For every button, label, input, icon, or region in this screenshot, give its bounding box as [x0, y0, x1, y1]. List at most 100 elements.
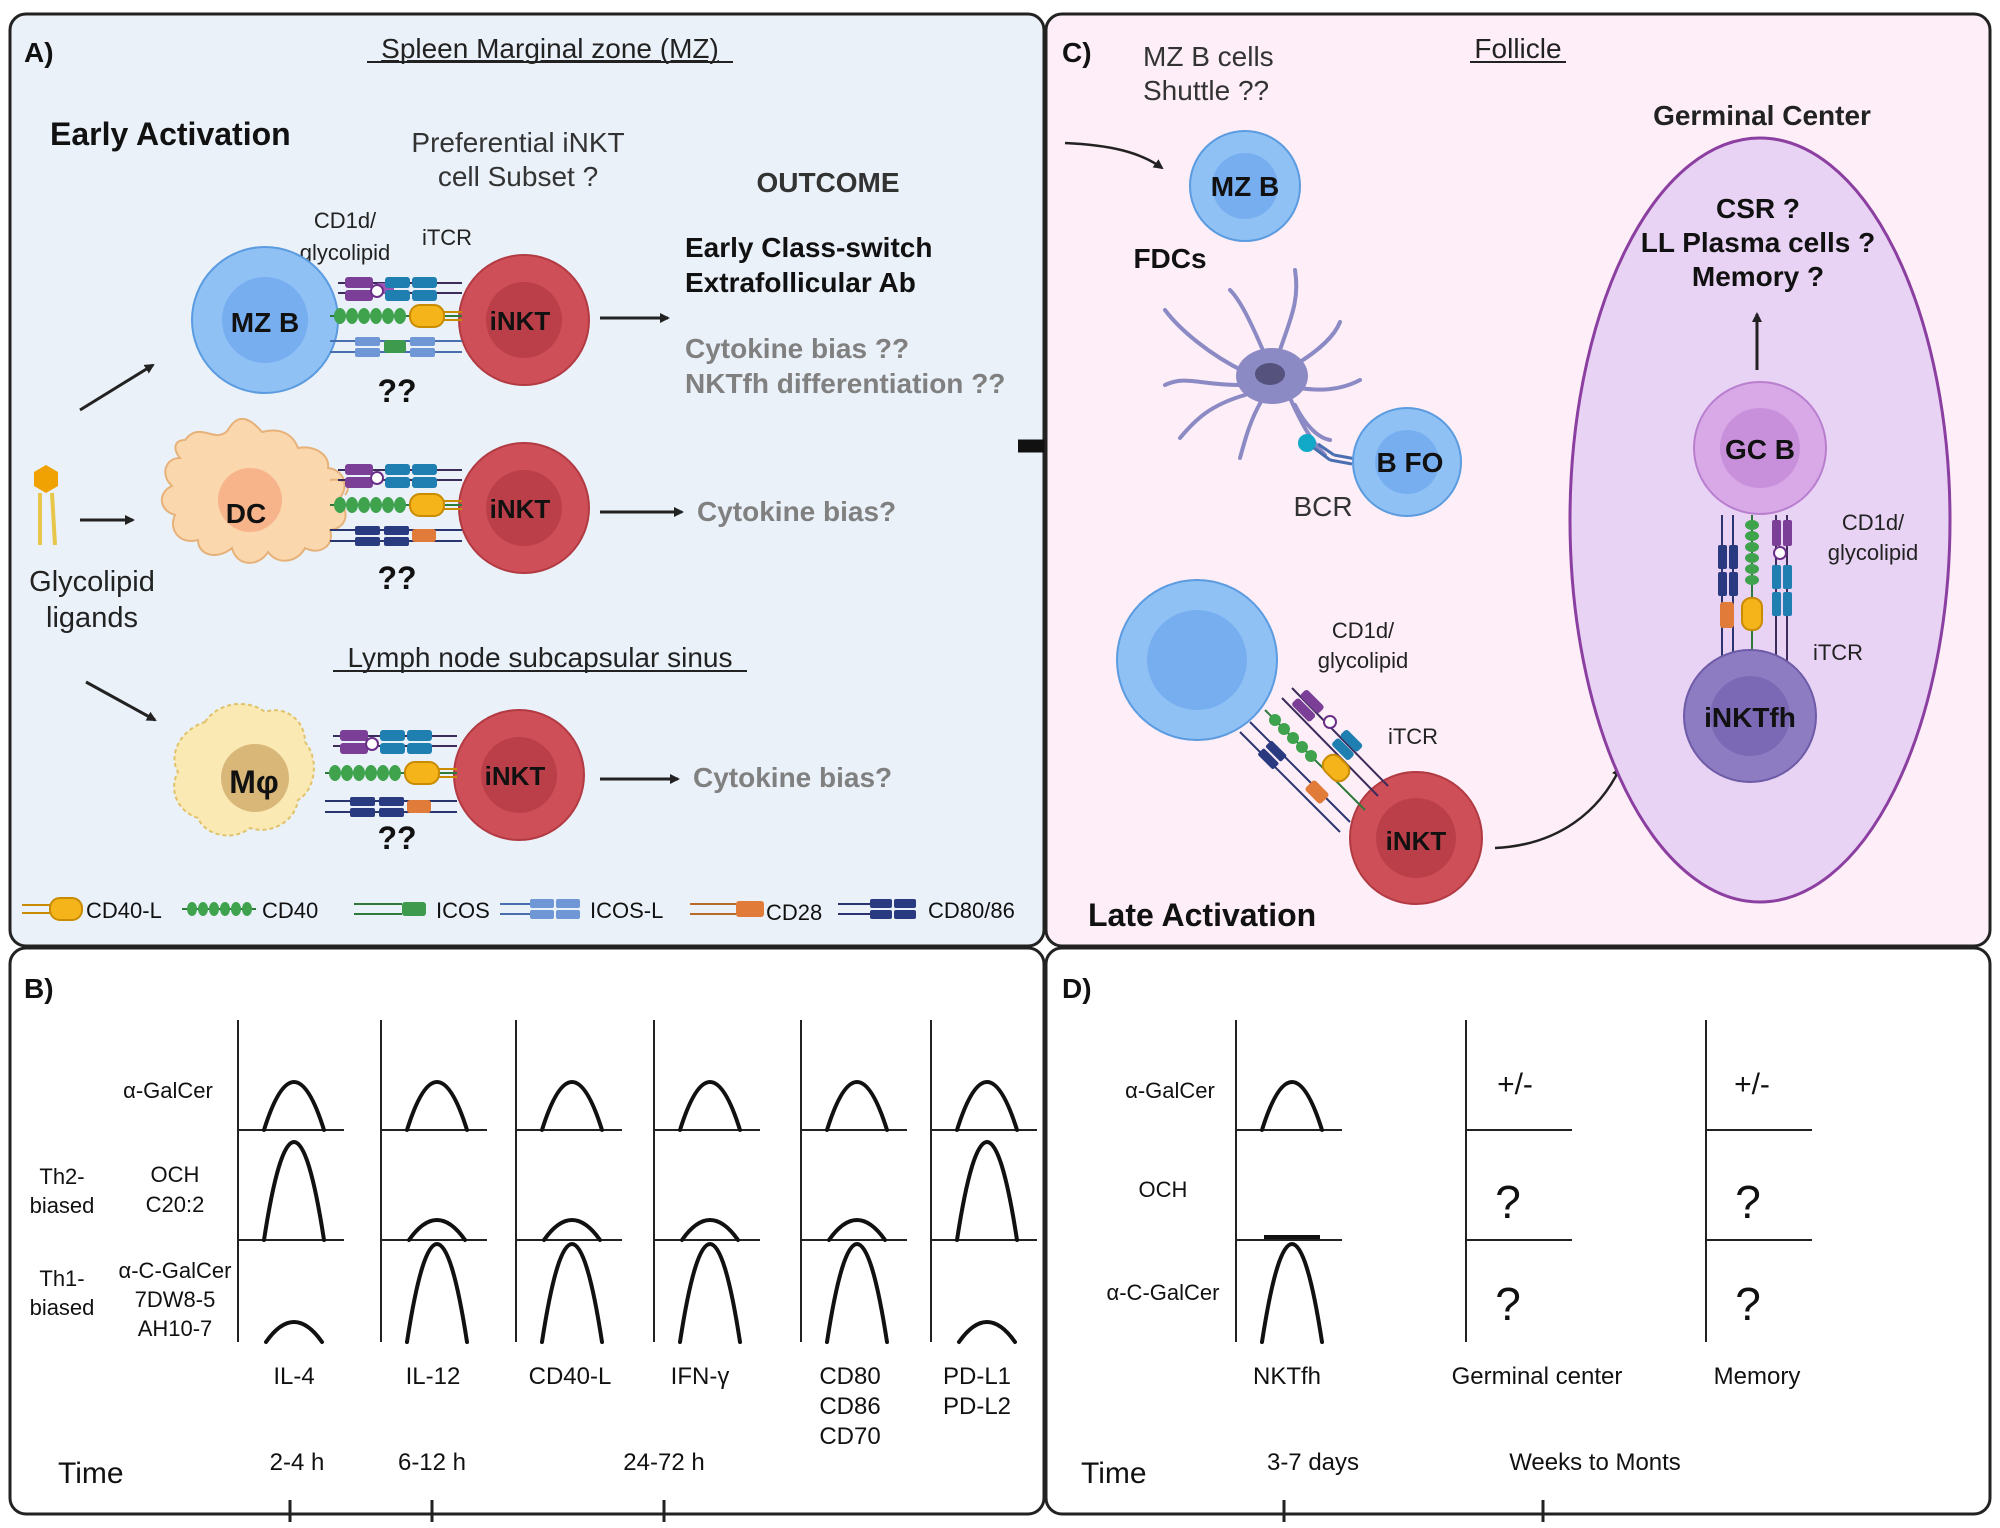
- outcome-heading: OUTCOME: [756, 167, 899, 198]
- expression-curve: [542, 1218, 602, 1242]
- follicle-mzb-label: MZ B: [1211, 171, 1279, 202]
- macrophage-label: Mφ: [229, 764, 279, 800]
- row-label-7dw85: 7DW8-5: [135, 1287, 216, 1312]
- mzb-shuttle-line2: Shuttle ??: [1143, 75, 1269, 106]
- outcome-1-line4: NKTfh differentiation ??: [685, 368, 1005, 399]
- legend-icosl-icon: [530, 899, 554, 908]
- legend-icosl: ICOS-L: [590, 898, 663, 923]
- gc-cd1d-line1: CD1d/: [1842, 510, 1905, 535]
- outcome-1-line1: Early Class-switch: [685, 232, 932, 263]
- itcr-label: iTCR: [422, 225, 472, 250]
- expression-grid: [237, 1020, 1037, 1344]
- to-germinal-center-arrow: [1494, 766, 1622, 850]
- nktfh-curve: [1260, 1080, 1324, 1132]
- outcome-2: Cytokine bias?: [697, 496, 896, 527]
- subset-question-line1: Preferential iNKT: [411, 127, 624, 158]
- outcome-1-line3: Cytokine bias ??: [685, 333, 909, 364]
- receptor-bundle-1: [330, 277, 462, 357]
- expression-curve: [405, 1080, 469, 1132]
- gc-outcome-memory: Memory ?: [1692, 261, 1824, 292]
- legend-cd28: CD28: [766, 900, 822, 925]
- legend-cd40-icon: [187, 902, 252, 916]
- expression-curve: [957, 1320, 1017, 1344]
- late-inkt-label: iNKT: [1386, 826, 1447, 856]
- macrophage-inkt-synapse: Mφ iNKT: [173, 702, 680, 856]
- unknown-mark-1: ??: [377, 373, 416, 409]
- d-time-tick-3-7days: 3-7 days: [1267, 1449, 1359, 1476]
- lymph-node-title: Lymph node subcapsular sinus: [348, 642, 733, 673]
- panel-d-frame: [1044, 946, 1992, 1516]
- expression-curve: [262, 1080, 326, 1132]
- expression-curve: [955, 1140, 1019, 1242]
- mzb-shuttle-line1: MZ B cells: [1143, 41, 1274, 72]
- memory-plusminus: +/-: [1734, 1068, 1770, 1101]
- panel-c-label: C): [1062, 37, 1092, 68]
- receptor-bundle-2: [330, 464, 462, 546]
- mzb-nucleus: [222, 277, 308, 363]
- late-itcr-label: iTCR: [1388, 724, 1438, 749]
- gcb-nucleus: [1720, 408, 1800, 488]
- col-label-cd86: CD86: [819, 1393, 880, 1420]
- d-time-tick-weeks: Weeks to Monts: [1509, 1449, 1681, 1476]
- panel-b-label: B): [24, 973, 54, 1004]
- legend-cd28-icon: [736, 901, 764, 917]
- late-b-nucleus: [1147, 610, 1247, 710]
- fdc-nucleus: [1255, 363, 1285, 385]
- early-activation-heading: Early Activation: [50, 116, 291, 152]
- inkt-label-2: iNKT: [490, 494, 551, 524]
- panel-b-frame: [8, 946, 1046, 1516]
- inkt-label-3: iNKT: [485, 761, 546, 791]
- row-label-acgalcer: α-C-GalCer: [119, 1258, 232, 1283]
- col-label-cd70: CD70: [819, 1423, 880, 1450]
- panel-b: B) α-GalCer OCH C20:2 α-C-GalCer 7DW8-5 …: [8, 946, 1046, 1522]
- cd1d-icon: [345, 277, 373, 288]
- subset-question-line2: cell Subset ?: [438, 161, 598, 192]
- gc-cd1d-line2: glycolipid: [1828, 540, 1919, 565]
- expression-curve: [955, 1080, 1019, 1132]
- expression-curve: [262, 1140, 326, 1242]
- cd1d-label-line1: CD1d/: [314, 208, 377, 233]
- col-label-il4: IL-4: [273, 1363, 314, 1390]
- macrophage-nucleus: [221, 744, 289, 812]
- panel-a: A) Spleen Marginal zone (MZ) Early Activ…: [8, 12, 1046, 948]
- bcr-icon: [1313, 442, 1357, 466]
- bfo-nucleus: [1375, 430, 1439, 494]
- panel-b-time-label: Time: [58, 1457, 124, 1490]
- cd1d-label-line2: glycolipid: [300, 240, 391, 265]
- legend-cd8086: CD80/86: [928, 898, 1015, 923]
- th2-label-line2: biased: [30, 1193, 95, 1218]
- fdcs-label: FDCs: [1133, 243, 1206, 274]
- panel-d-time-label: Time: [1081, 1457, 1147, 1490]
- follicle-mzb-nucleus: [1212, 153, 1278, 219]
- gc-och-question: ?: [1495, 1176, 1521, 1228]
- inktfh-label: iNKTfh: [1704, 702, 1796, 733]
- d-row-label-agalcer: α-GalCer: [1125, 1078, 1215, 1103]
- legend-icos-icon: [402, 902, 426, 916]
- panel-c: C) Follicle MZ B cells Shuttle ?? MZ B F…: [1044, 12, 1992, 948]
- glycolipid-label-line1: Glycolipid: [29, 566, 155, 598]
- expression-curve: [405, 1242, 469, 1344]
- panel-d-label: D): [1062, 973, 1092, 1004]
- gc-outcome-csr: CSR ?: [1716, 193, 1800, 224]
- gc-itcr-label: iTCR: [1813, 640, 1863, 665]
- th1-label-line1: Th1-: [39, 1266, 84, 1291]
- d-row-label-och: OCH: [1139, 1177, 1188, 1202]
- outcome-3: Cytokine bias?: [693, 762, 892, 793]
- receptor-bundle-3: [325, 730, 457, 817]
- germinal-center-title: Germinal Center: [1653, 100, 1871, 131]
- expression-curve: [678, 1242, 742, 1344]
- panel-d: D) α-GalCer OCH α-C-GalCer +/- +/- ? ? ?…: [1044, 946, 1992, 1522]
- expression-curve: [825, 1080, 889, 1132]
- late-cd1d-line1: CD1d/: [1332, 618, 1395, 643]
- unknown-mark-2: ??: [377, 560, 416, 596]
- panel-a-label: A): [24, 37, 54, 68]
- inkt-nucleus-1: [486, 282, 562, 358]
- time-tick-6-12h: 6-12 h: [398, 1449, 466, 1476]
- d-row-label-acgalcer: α-C-GalCer: [1107, 1280, 1220, 1305]
- row-label-c202: C20:2: [146, 1192, 205, 1217]
- expression-curve: [825, 1242, 889, 1344]
- bfo-label: B FO: [1377, 447, 1444, 478]
- d-col-label-gc: Germinal center: [1452, 1363, 1623, 1390]
- dc-label: DC: [226, 498, 266, 529]
